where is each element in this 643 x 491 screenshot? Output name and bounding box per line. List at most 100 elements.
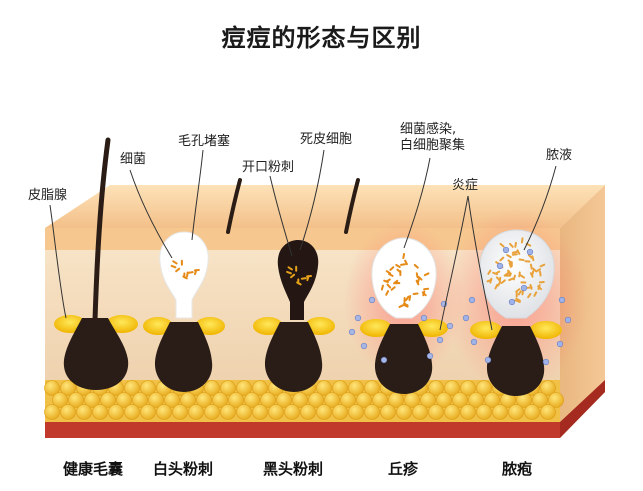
fat-cell [332, 380, 348, 396]
fat-cell [156, 404, 172, 420]
bacterium [519, 274, 526, 279]
white-blood-cell [468, 296, 476, 304]
sebaceous-gland [106, 315, 138, 333]
white-blood-cell [380, 356, 388, 364]
bacterium [515, 299, 521, 304]
bacterium [389, 266, 395, 271]
bacterium [538, 281, 545, 284]
bacterium [287, 266, 293, 271]
bacterium [385, 270, 392, 275]
fat-cell [204, 404, 220, 420]
callout-bacterial-infection-line2: 白细胞聚集 [400, 138, 466, 153]
follicle-bulb [486, 326, 545, 396]
bacterium [423, 272, 430, 277]
fat-cell [132, 392, 148, 408]
bacterium [300, 277, 307, 280]
bacterium [412, 292, 419, 296]
white-blood-cell [526, 248, 534, 256]
bacterium [182, 275, 188, 280]
hair-stub [226, 178, 242, 234]
fat-cell [220, 404, 236, 420]
sebaceous-gland [470, 321, 502, 339]
stage-label-papule: 丘疹 [387, 460, 418, 478]
fat-cell [236, 380, 252, 396]
bacteria-cluster [286, 265, 313, 286]
papule-sac [371, 237, 437, 319]
fat-cell [524, 404, 540, 420]
bacterium [193, 269, 200, 272]
bacterium [529, 263, 533, 270]
bacterium [499, 242, 505, 248]
bacterium [415, 272, 419, 279]
whitehead-follicle [143, 231, 225, 392]
bacterium [518, 258, 525, 262]
callout-open-comedone: 开口粉刺 [242, 160, 295, 175]
bacterium [286, 270, 292, 275]
bacterium [398, 304, 405, 308]
white-blood-cell [420, 314, 428, 322]
white-blood-cell [354, 314, 362, 322]
stage-label-whitehead: 白头粉刺 [152, 460, 213, 478]
white-blood-cell [360, 342, 368, 350]
fat-cell [188, 404, 204, 420]
fat-cell [540, 404, 556, 420]
bacterium [515, 291, 518, 298]
fat-cell [316, 404, 332, 420]
bacterium [527, 254, 533, 259]
bacterium [306, 275, 313, 278]
follicle-bulb [264, 322, 323, 392]
fat-cell [212, 392, 228, 408]
fat-cell [444, 404, 460, 420]
bacterium [539, 270, 542, 277]
white-blood-cell [368, 296, 376, 304]
fat-cell [396, 404, 412, 420]
fat-cell [140, 404, 156, 420]
fat-cell [340, 392, 356, 408]
fat-cell [108, 404, 124, 420]
fat-cell [164, 392, 180, 408]
white-blood-cell [348, 328, 356, 336]
fat-cell [76, 404, 92, 420]
bacterium [527, 292, 532, 299]
bacterium [385, 278, 391, 283]
bacterium [386, 283, 392, 289]
bacterium [296, 281, 302, 286]
bacterium [507, 259, 513, 265]
stage-label-pustule: 脓疱 [501, 460, 532, 478]
hair-shaft [92, 137, 111, 323]
fat-cell [380, 404, 396, 420]
sebaceous-gland [360, 319, 392, 337]
bacterium [395, 263, 401, 268]
callout-dead-skin-cells: 死皮细胞 [300, 132, 353, 147]
bacterium [413, 263, 419, 269]
fat-cell [372, 392, 388, 408]
fat-cell [492, 404, 508, 420]
bacterium [390, 286, 396, 291]
fat-cell [60, 380, 76, 396]
bacterium [417, 275, 423, 281]
bacterium [380, 284, 384, 291]
white-blood-cell [462, 314, 470, 322]
bacterium [531, 255, 535, 262]
follicle-bulb [154, 322, 213, 392]
white-blood-cell [508, 298, 516, 306]
pustule-follicle [462, 229, 572, 396]
white-blood-cell [564, 316, 572, 324]
stage-label-blackhead: 黑头粉刺 [262, 460, 323, 478]
bacterium [511, 253, 518, 256]
bacterium [508, 262, 512, 268]
white-blood-cell [556, 340, 564, 348]
bacterium [405, 295, 410, 302]
white-blood-cell [496, 262, 504, 270]
bacterium [500, 279, 506, 284]
fat-cell [308, 392, 324, 408]
stage-label-healthy-follicle: 健康毛囊 [62, 460, 123, 478]
fat-cell [252, 380, 268, 396]
bacterium [388, 273, 394, 277]
bacterium [423, 287, 430, 291]
bacterium [494, 270, 501, 275]
fat-cell [44, 404, 60, 420]
fat-cell [460, 380, 476, 396]
fat-cell [228, 392, 244, 408]
